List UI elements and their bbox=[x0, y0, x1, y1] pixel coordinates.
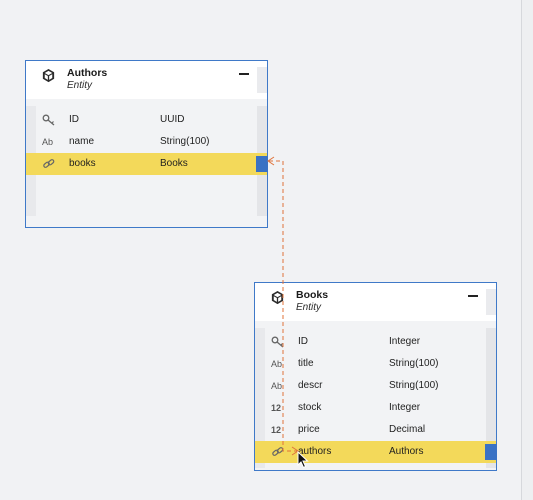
field-name: price bbox=[298, 424, 320, 435]
field-type: String(100) bbox=[389, 358, 439, 369]
header-gutter bbox=[257, 67, 267, 93]
key-icon bbox=[42, 114, 55, 126]
field-row-descr[interactable]: Ab descr String(100) bbox=[255, 375, 496, 397]
field-row-id[interactable]: ID UUID bbox=[26, 109, 267, 131]
entity-cube-icon bbox=[42, 68, 55, 83]
entity-header[interactable]: Books Entity bbox=[255, 283, 496, 321]
field-name: ID bbox=[69, 114, 79, 125]
entity-title: Authors bbox=[67, 67, 108, 79]
field-name: books bbox=[69, 158, 96, 169]
field-type: Integer bbox=[389, 402, 421, 413]
field-row-id[interactable]: ID Integer bbox=[255, 331, 496, 353]
field-list: ID Integer Ab title String(100) Ab descr… bbox=[255, 331, 497, 463]
field-type: Decimal bbox=[389, 424, 426, 435]
field-name: authors bbox=[298, 446, 332, 457]
field-name: stock bbox=[298, 402, 322, 413]
text-type-icon: Ab bbox=[42, 137, 54, 147]
field-type: UUID bbox=[160, 114, 185, 125]
row-gutter-right bbox=[486, 328, 496, 468]
field-name: name bbox=[69, 136, 95, 147]
number-type-icon: 12 bbox=[271, 403, 282, 413]
field-type: Authors bbox=[389, 446, 424, 457]
entity-title: Books bbox=[296, 289, 329, 301]
field-name: title bbox=[298, 358, 314, 369]
row-gutter-left bbox=[255, 328, 265, 468]
field-type: String(100) bbox=[160, 136, 210, 147]
minimize-button[interactable] bbox=[468, 295, 478, 297]
field-row-title[interactable]: Ab title String(100) bbox=[255, 353, 496, 375]
field-list: ID UUID Ab name String(100) books Books bbox=[26, 109, 268, 175]
field-row-stock[interactable]: 12 stock Integer bbox=[255, 397, 496, 419]
entity-subtitle: Entity bbox=[296, 302, 322, 313]
header-gutter bbox=[486, 289, 496, 315]
field-row-price[interactable]: 12 price Decimal bbox=[255, 419, 496, 441]
field-type: Integer bbox=[389, 336, 421, 347]
field-type: Books bbox=[160, 158, 188, 169]
entity-subtitle: Entity bbox=[67, 80, 93, 91]
entity-card-authors[interactable]: Authors Entity ID UUID Ab name String(10… bbox=[25, 60, 268, 228]
field-name: ID bbox=[298, 336, 308, 347]
number-type-icon: 12 bbox=[271, 425, 282, 435]
field-type: String(100) bbox=[389, 380, 439, 391]
field-row-authors[interactable]: authors Authors bbox=[255, 441, 497, 463]
field-row-books[interactable]: books Books bbox=[26, 153, 268, 175]
entity-card-books[interactable]: Books Entity ID Integer Ab title String(… bbox=[254, 282, 497, 471]
text-type-icon: Ab bbox=[271, 359, 283, 369]
entity-cube-icon bbox=[271, 290, 284, 305]
minimize-button[interactable] bbox=[239, 73, 249, 75]
key-icon bbox=[271, 336, 284, 348]
entity-header[interactable]: Authors Entity bbox=[26, 61, 267, 99]
mouse-cursor-icon bbox=[297, 451, 309, 469]
field-name: descr bbox=[298, 380, 323, 391]
link-icon bbox=[43, 159, 55, 168]
connection-handle[interactable] bbox=[256, 156, 268, 172]
link-icon bbox=[272, 447, 284, 456]
field-row-name[interactable]: Ab name String(100) bbox=[26, 131, 267, 153]
connection-handle[interactable] bbox=[485, 444, 497, 460]
text-type-icon: Ab bbox=[271, 381, 283, 391]
